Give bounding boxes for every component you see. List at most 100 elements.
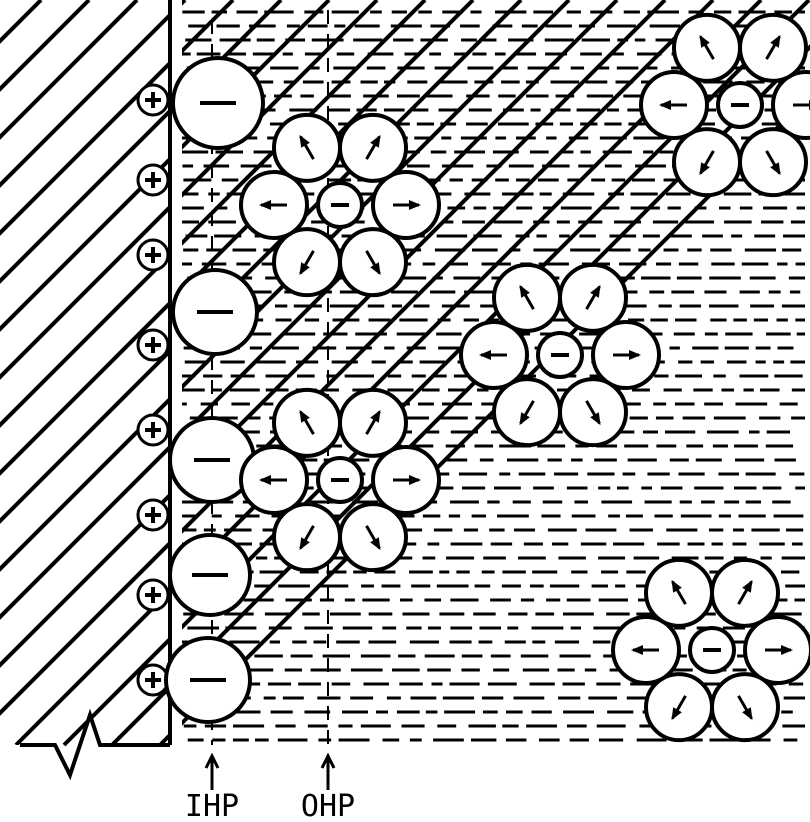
water-molecule: [738, 12, 808, 83]
central-anion: [536, 331, 584, 379]
dipole-arrow-icon: [519, 284, 530, 298]
water-molecule: [743, 615, 810, 685]
adsorbed-anion: [171, 56, 265, 150]
solvated-ion: [459, 262, 661, 448]
surface-cation: [136, 413, 170, 447]
water-molecule: [558, 262, 628, 333]
dipole-arrow-icon: [299, 262, 310, 276]
water-molecule: [371, 445, 441, 515]
solvated-ion: [239, 112, 441, 298]
dipole-arrow-icon: [409, 475, 421, 485]
water-molecule: [338, 227, 408, 298]
water-molecule: [272, 502, 342, 573]
water-molecule: [611, 615, 681, 685]
dipole-arrow-icon: [631, 645, 643, 655]
ions: [136, 12, 810, 743]
dipole-arrow-icon: [590, 284, 601, 298]
surface-cation: [136, 328, 170, 362]
water-molecule: [639, 70, 709, 140]
water-molecule: [371, 170, 441, 240]
hatch-line: [0, 0, 235, 236]
dipole-arrow-icon: [770, 34, 781, 48]
dipole-arrow-icon: [370, 409, 381, 423]
hatch-line: [0, 0, 187, 188]
solvated-ion: [239, 387, 441, 573]
hatch-line: [0, 0, 571, 572]
water-molecule: [591, 320, 661, 390]
surface-cation: [136, 578, 170, 612]
dipole-arrow-icon: [259, 200, 271, 210]
water-molecule: [710, 672, 780, 743]
water-molecule: [459, 320, 529, 390]
solvated-ion: [611, 557, 810, 743]
ihp-arrow-icon: [204, 752, 220, 790]
water-molecule: [644, 672, 714, 743]
dipole-arrow-icon: [590, 412, 601, 426]
central-anion: [316, 456, 364, 504]
central-anion: [716, 81, 764, 129]
dipole-arrow-icon: [629, 350, 641, 360]
dipole-arrow-icon: [370, 537, 381, 551]
ihp-label-group: IHP: [185, 752, 239, 822]
surface-cation: [136, 83, 170, 117]
dipole-arrow-icon: [770, 162, 781, 176]
adsorbed-anion: [164, 636, 252, 724]
solvated-ion: [639, 12, 810, 198]
water-molecule: [239, 170, 309, 240]
ohp-label: OHP: [301, 789, 355, 822]
water-molecule: [738, 127, 808, 198]
surface-cation: [136, 163, 170, 197]
hatch-line: [0, 0, 619, 620]
dipole-arrow-icon: [742, 579, 753, 593]
dipole-arrow-icon: [519, 412, 530, 426]
hatch-line: [14, 0, 763, 747]
dipole-arrow-icon: [259, 475, 271, 485]
water-molecule: [672, 127, 742, 198]
dipole-arrow-icon: [299, 537, 310, 551]
surface-cation: [136, 238, 170, 272]
dipole-arrow-icon: [409, 200, 421, 210]
ohp-label-group: OHP: [301, 752, 355, 822]
dipole-arrow-icon: [299, 134, 310, 148]
hatch-line: [0, 0, 667, 668]
ihp-label: IHP: [185, 789, 239, 822]
central-anion: [688, 626, 736, 674]
dipole-arrow-icon: [370, 134, 381, 148]
dipole-arrow-icon: [370, 262, 381, 276]
surface-cation: [136, 498, 170, 532]
water-molecule: [338, 387, 408, 458]
water-molecule: [558, 377, 628, 448]
water-molecule: [338, 502, 408, 573]
ohp-arrow-icon: [320, 752, 336, 790]
water-molecule: [644, 557, 714, 628]
hatch-line: [0, 0, 139, 140]
water-molecule: [338, 112, 408, 183]
dipole-arrow-icon: [479, 350, 491, 360]
dipole-arrow-icon: [699, 34, 710, 48]
water-molecule: [239, 445, 309, 515]
water-molecule: [492, 377, 562, 448]
electrode: [0, 0, 810, 781]
dipole-arrow-icon: [742, 707, 753, 721]
hatch-line: [0, 0, 715, 716]
dipole-arrow-icon: [671, 707, 682, 721]
dipole-arrow-icon: [671, 579, 682, 593]
hatch-line: [0, 0, 283, 284]
water-molecule: [672, 12, 742, 83]
adsorbed-anion: [168, 416, 256, 504]
water-molecule: [272, 387, 342, 458]
central-anion: [316, 181, 364, 229]
electrode-break-edge: [20, 708, 170, 781]
water-molecule: [771, 70, 810, 140]
dipole-arrow-icon: [781, 645, 793, 655]
dipole-arrow-icon: [299, 409, 310, 423]
dipole-arrow-icon: [699, 162, 710, 176]
dipole-arrow-icon: [659, 100, 671, 110]
surface-cation: [136, 663, 170, 697]
water-molecule: [492, 262, 562, 333]
water-molecule: [272, 112, 342, 183]
water-molecule: [272, 227, 342, 298]
adsorbed-anion: [168, 533, 252, 617]
adsorbed-anion: [171, 268, 259, 356]
